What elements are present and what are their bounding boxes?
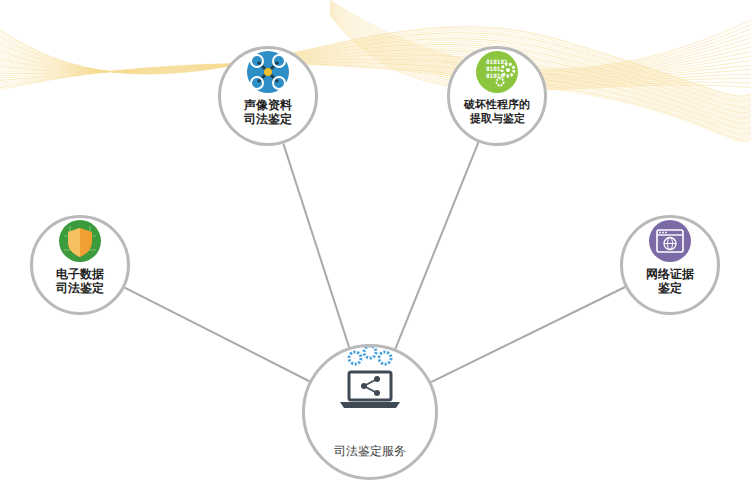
drone-icon xyxy=(247,51,289,93)
node-label: 声像资料 司法鉴定 xyxy=(235,98,301,126)
spoke-line xyxy=(431,287,625,382)
shield-icon xyxy=(59,220,101,262)
binary-digits: 0101 xyxy=(486,66,500,72)
program-icon xyxy=(476,51,518,93)
node-label: 破坏性程序的 提取与鉴定 xyxy=(457,98,537,126)
spoke-line xyxy=(283,144,349,348)
service-circle: 网络证据 鉴定 xyxy=(620,215,720,315)
node-label: 电子数据 司法鉴定 xyxy=(47,267,113,295)
spoke-line xyxy=(125,288,310,382)
hub-circle: 司法鉴定服务 xyxy=(302,344,438,480)
node-label: 网络证据 鉴定 xyxy=(641,267,699,295)
web-icon xyxy=(649,220,691,262)
laptop-icon xyxy=(340,346,400,408)
binary-digits: 01010 xyxy=(486,73,504,79)
node-label: 司法鉴定服务 xyxy=(334,444,406,458)
service-circle: 电子数据 司法鉴定 xyxy=(30,215,130,315)
spoke-line xyxy=(395,142,478,349)
binary-digits: 010101 xyxy=(486,59,508,65)
service-circle: 声像资料 司法鉴定 xyxy=(218,46,318,146)
